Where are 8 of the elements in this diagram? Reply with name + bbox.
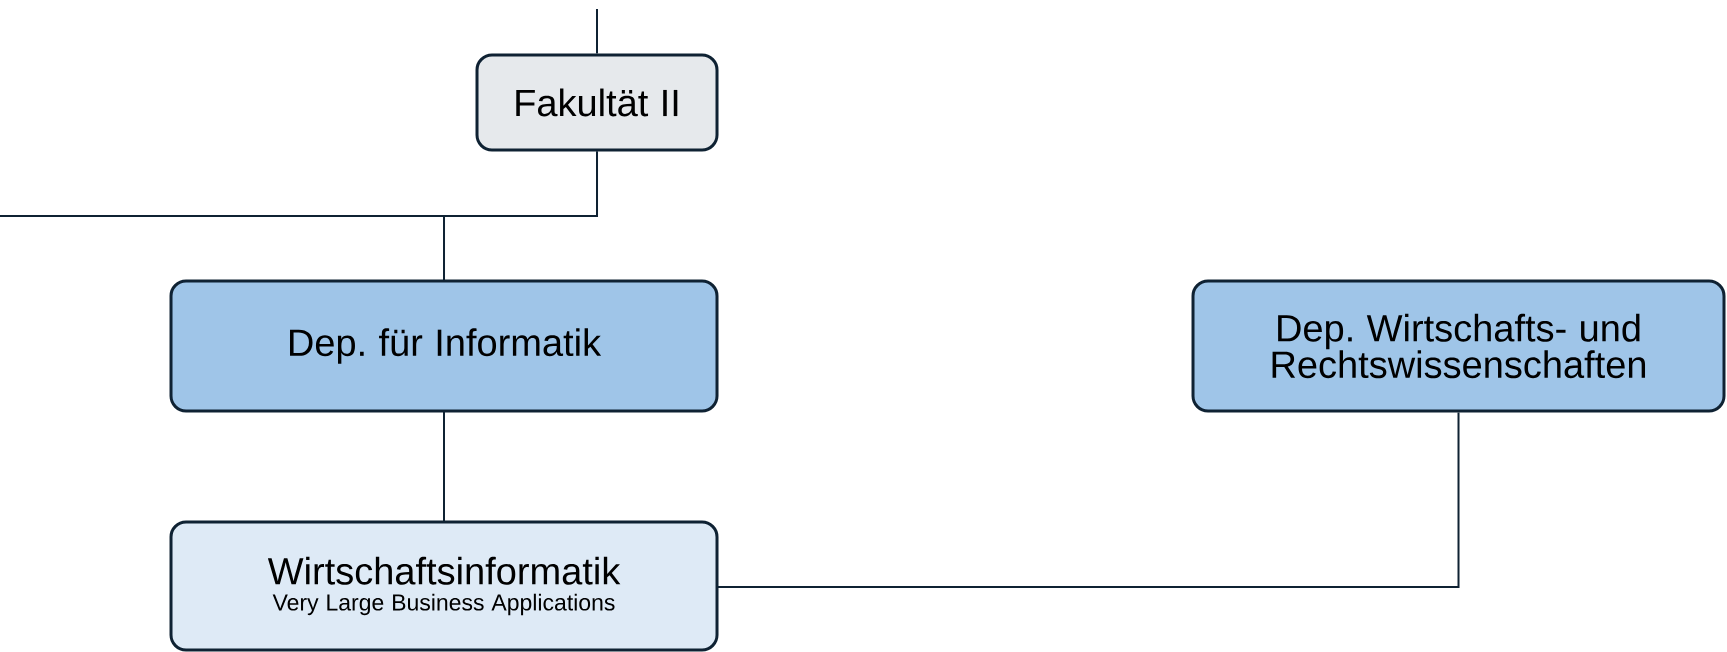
connector-line — [716, 411, 1460, 588]
connector-line — [443, 150, 598, 282]
department-box: Dep. für Informatik — [169, 279, 719, 413]
connector-line — [596, 8, 598, 55]
department-box: Dep. Wirtschafts- und Rechtswissenschaften — [1191, 279, 1726, 413]
faculty-box: Fakultät II — [475, 53, 719, 152]
connector-line — [443, 410, 445, 523]
chair-box: Wirtschaftsinformatik Very Large Business Applications — [169, 520, 719, 652]
